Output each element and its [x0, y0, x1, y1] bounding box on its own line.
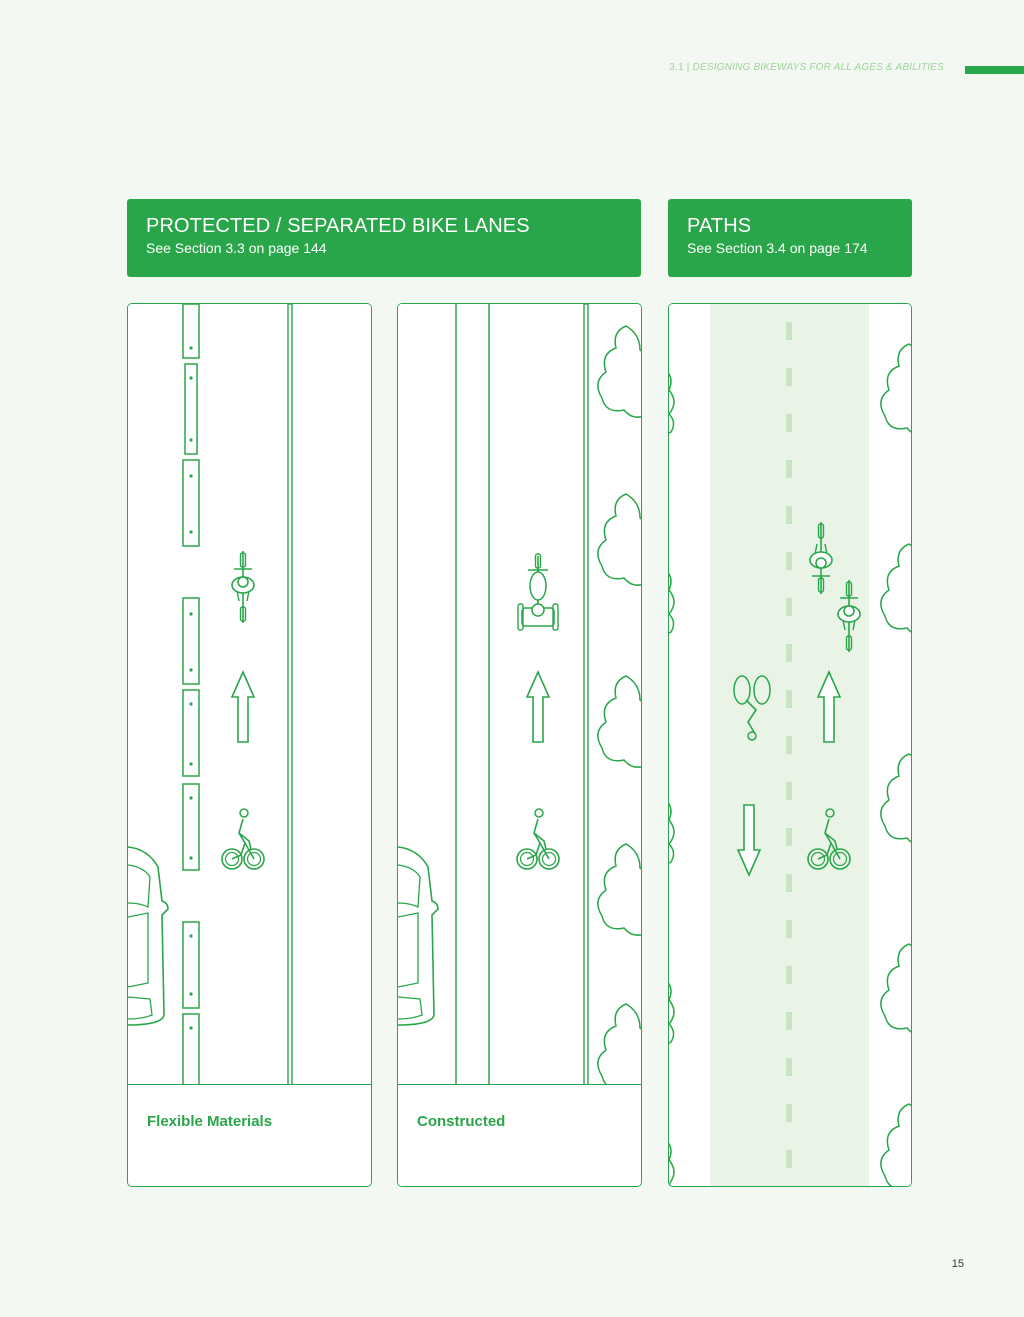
- page-number: 15: [951, 1258, 964, 1270]
- flex-posts: [182, 304, 200, 1086]
- banner-title: PATHS: [687, 215, 752, 237]
- paths-banner: PATHS See Section 3.4 on page 174: [668, 199, 912, 277]
- caption-flexible-materials: Flexible Materials: [147, 1113, 273, 1130]
- paths-illustration: [669, 304, 911, 1186]
- banner-subtitle[interactable]: See Section 3.4 on page 174: [687, 240, 868, 256]
- flexible-materials-illustration: [128, 304, 371, 1086]
- header-separator: |: [686, 62, 690, 73]
- caption-constructed: Constructed: [417, 1113, 506, 1130]
- banner-subtitle[interactable]: See Section 3.3 on page 144: [146, 240, 327, 256]
- constructed-panel: Constructed: [397, 303, 642, 1187]
- paths-panel: [668, 303, 912, 1187]
- protected-bike-lanes-banner: PROTECTED / SEPARATED BIKE LANES See Sec…: [127, 199, 641, 277]
- banner-title: PROTECTED / SEPARATED BIKE LANES: [146, 215, 530, 237]
- pedestrian-bike-symbol-icon: [733, 675, 771, 741]
- section-title: DESIGNING BIKEWAYS FOR ALL AGES & ABILIT…: [692, 62, 944, 73]
- header-accent-bar: [965, 66, 1024, 74]
- panel-caption: Flexible Materials: [128, 1084, 371, 1186]
- panel-caption: Constructed: [398, 1084, 641, 1186]
- section-number: 3.1: [669, 62, 684, 73]
- buffer-line: [287, 304, 293, 1086]
- constructed-illustration: [398, 304, 641, 1086]
- running-header: 3.1 | DESIGNING BIKEWAYS FOR ALL AGES & …: [600, 62, 944, 73]
- adaptive-cycle-icon: [517, 553, 559, 631]
- flexible-materials-panel: Flexible Materials: [127, 303, 372, 1187]
